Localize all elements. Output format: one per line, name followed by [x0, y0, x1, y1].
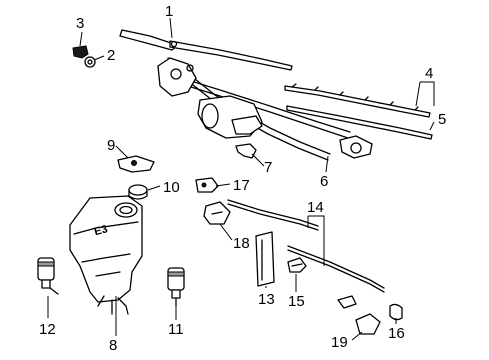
reservoir-marking: E3	[93, 223, 109, 238]
washer-reservoir: E3	[69, 195, 143, 315]
wiper-blade-lower	[286, 105, 433, 140]
callout-8: 8	[109, 337, 117, 354]
callout-17: 17	[233, 177, 250, 194]
wiper-arm	[119, 29, 293, 71]
washer-nozzle-jet	[203, 201, 231, 225]
reservoir-bracket	[117, 155, 155, 173]
linkage-clip	[235, 143, 257, 159]
washer-pump-right	[167, 267, 185, 307]
grommet	[128, 184, 148, 200]
hose-clip	[287, 257, 307, 273]
callout-labels: 1 2 3 4 5 6 7 8 9 10 11 12 13 14 15 16 1…	[39, 3, 446, 354]
callout-3: 3	[76, 15, 84, 32]
callout-19: 19	[331, 334, 348, 351]
callout-7: 7	[264, 159, 272, 176]
callout-13: 13	[258, 291, 275, 308]
washer-pump-left	[37, 257, 59, 295]
callout-15: 15	[288, 293, 305, 310]
arm-cap	[72, 45, 89, 59]
washer-nozzle-upper	[195, 177, 219, 193]
callout-16: 16	[388, 325, 405, 342]
callout-10: 10	[163, 179, 180, 196]
callout-11: 11	[168, 321, 184, 338]
hose-connector	[389, 303, 403, 321]
callout-14: 14	[307, 199, 324, 216]
seal-strip	[255, 231, 275, 287]
small-clip	[337, 295, 357, 309]
callout-18: 18	[233, 235, 250, 252]
arm-nut	[84, 56, 96, 68]
callout-1: 1	[165, 3, 173, 20]
callout-5: 5	[438, 111, 446, 128]
washer-hose-upper	[227, 199, 319, 231]
leader-lines	[47, 17, 435, 341]
wiper-blade-upper	[284, 83, 431, 118]
callout-6: 6	[320, 173, 328, 190]
callout-12: 12	[39, 321, 56, 338]
callout-2: 2	[107, 47, 115, 64]
washer-nozzle-lower	[355, 313, 381, 335]
washer-hose-lower	[287, 245, 385, 293]
callout-9: 9	[107, 137, 115, 154]
wiper-linkage	[157, 57, 373, 161]
callout-4: 4	[425, 65, 433, 82]
